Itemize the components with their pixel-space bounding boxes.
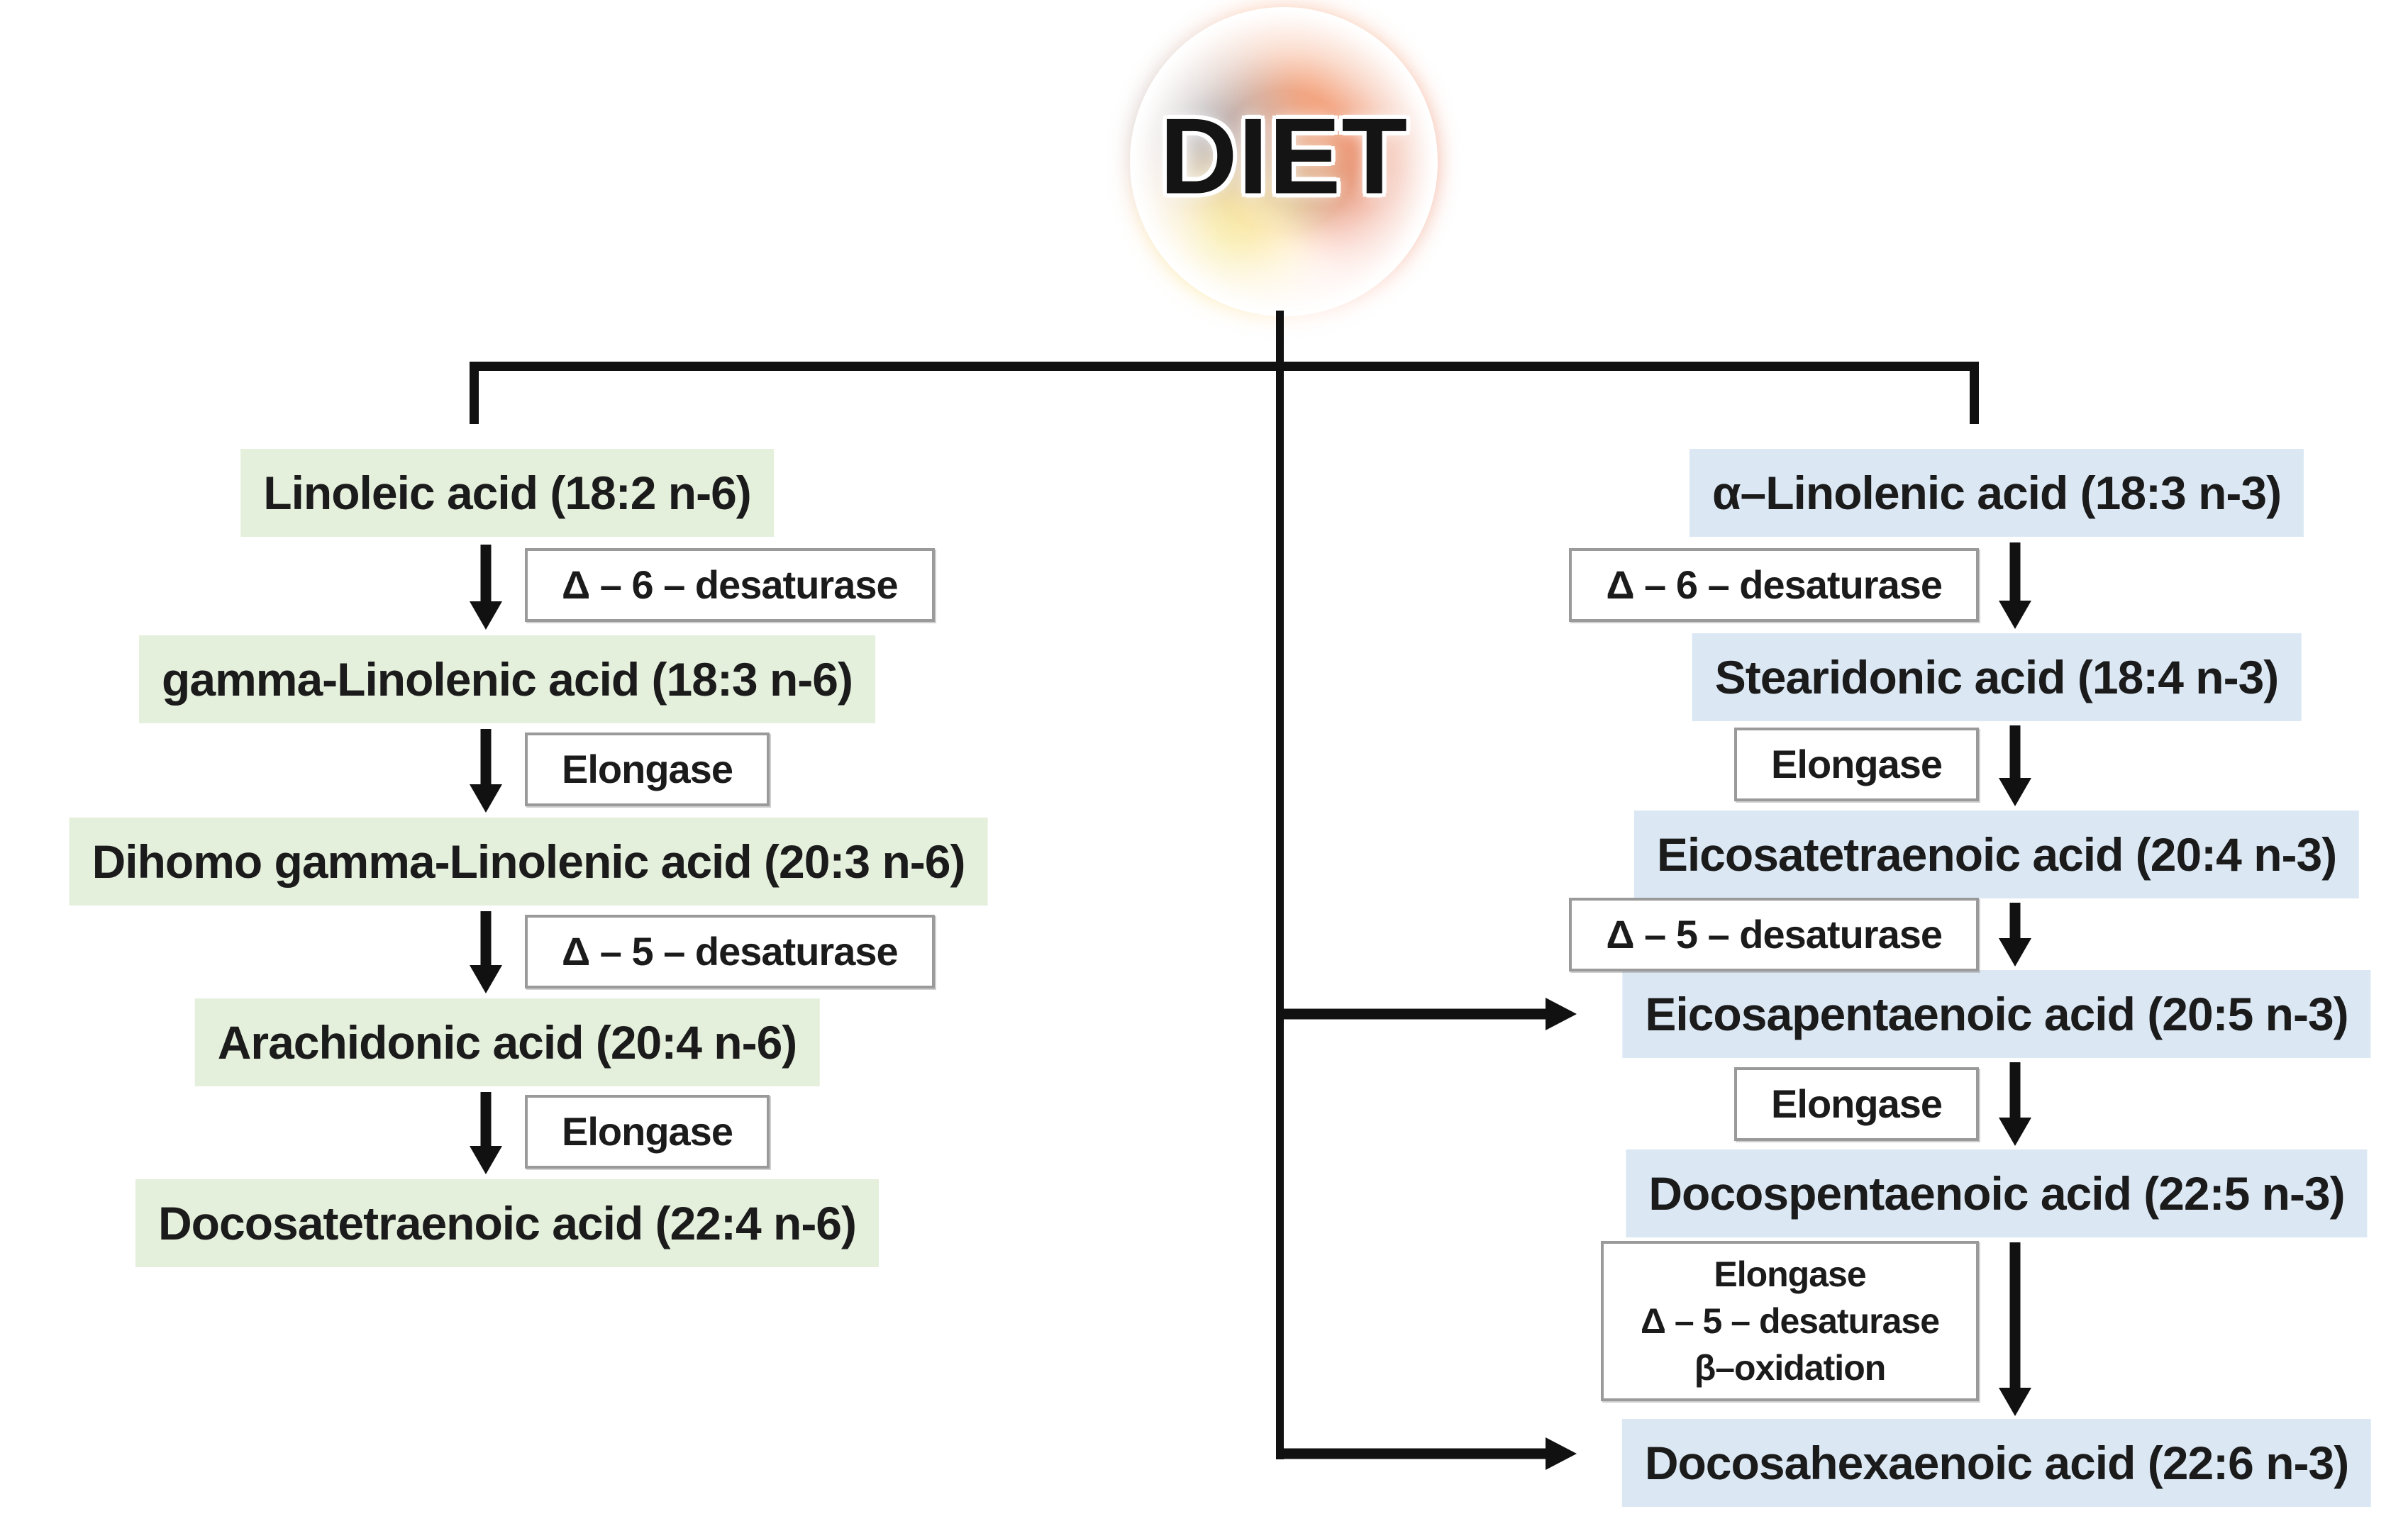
node-dihomo-gamma-linolenic-acid: Dihomo gamma-Linolenic acid (20:3 n-6) xyxy=(69,818,988,906)
node-gamma-linolenic-acid: gamma-Linolenic acid (18:3 n-6) xyxy=(139,635,875,723)
node-eicosapentaenoic-acid: Eicosapentaenoic acid (20:5 n-3) xyxy=(1622,970,2371,1058)
node-docosahexaenoic-acid: Docosahexaenoic acid (22:6 n-3) xyxy=(1621,1419,2372,1507)
arrowhead-right-icon xyxy=(1546,1437,1577,1470)
node-eicosatetraenoic-acid: Eicosatetraenoic acid (20:4 n-3) xyxy=(1633,811,2360,898)
branch-right-tick xyxy=(1970,362,1979,424)
n3-enzyme-elongase-2: Elongase xyxy=(1734,1067,1979,1141)
arrowhead-down-icon xyxy=(1999,601,2031,629)
n6-enzyme-elongase-1: Elongase xyxy=(525,733,770,806)
node-stearidonic-acid: Stearidonic acid (18:4 n-3) xyxy=(1692,633,2302,721)
n3-step3-arrow xyxy=(1999,903,2031,967)
final-enzyme-elongase: Elongase xyxy=(1714,1254,1866,1294)
branch-left-tick xyxy=(470,362,479,424)
arrowhead-down-icon xyxy=(470,1146,502,1174)
n3-enzyme-elongase-1: Elongase xyxy=(1734,728,1979,801)
diet-branch-bar xyxy=(470,362,1979,371)
diet-image: DIET xyxy=(1130,7,1438,316)
arrowhead-down-icon xyxy=(1999,938,2031,967)
diet-to-dha-arrow xyxy=(1276,1437,1577,1470)
arrowhead-down-icon xyxy=(1999,1388,2031,1416)
n6-step4-arrow xyxy=(470,1092,502,1174)
diet-title: DIET xyxy=(1159,96,1409,217)
arrowhead-down-icon xyxy=(470,601,502,630)
n3-step4-arrow xyxy=(1999,1062,2031,1146)
node-docosatetraenoic-acid: Docosatetraenoic acid (22:4 n-6) xyxy=(135,1179,879,1267)
arrowhead-down-icon xyxy=(470,965,502,993)
diet-to-epa-arrow xyxy=(1280,998,1577,1030)
final-enzyme-beta-oxidation: β–oxidation xyxy=(1694,1348,1887,1388)
diet-center-line xyxy=(1276,311,1284,1459)
n3-step2-arrow xyxy=(1999,725,2031,806)
node-linoleic-acid: Linoleic acid (18:2 n-6) xyxy=(240,449,774,537)
n3-step5-arrow xyxy=(1999,1242,2031,1416)
node-arachidonic-acid: Arachidonic acid (20:4 n-6) xyxy=(194,998,820,1086)
node-docospentaenoic-acid: Docospentaenoic acid (22:5 n-3) xyxy=(1626,1149,2368,1237)
n3-step1-arrow xyxy=(1999,542,2031,629)
n6-enzyme-delta6-desaturase: Δ – 6 – desaturase xyxy=(525,548,935,622)
arrowhead-down-icon xyxy=(470,784,502,813)
n6-step2-arrow xyxy=(470,729,502,813)
node-alpha-linolenic-acid: α–Linolenic acid (18:3 n-3) xyxy=(1689,449,2304,537)
n6-step1-arrow xyxy=(470,545,502,630)
final-enzyme-delta5-desaturase: Δ – 5 – desaturase xyxy=(1641,1301,1940,1341)
arrowhead-down-icon xyxy=(1999,1118,2031,1146)
photo-fade-mask xyxy=(1130,7,1438,316)
n3-enzyme-delta5-desaturase: Δ – 5 – desaturase xyxy=(1569,898,1979,971)
arrowhead-right-icon xyxy=(1546,998,1577,1030)
n6-enzyme-delta5-desaturase: Δ – 5 – desaturase xyxy=(525,915,935,988)
n3-enzyme-delta6-desaturase: Δ – 6 – desaturase xyxy=(1569,548,1979,622)
n3-final-step-enzyme-box: Elongase Δ – 5 – desaturase β–oxidation xyxy=(1601,1241,1979,1401)
arrowhead-down-icon xyxy=(1999,778,2031,806)
n6-enzyme-elongase-2: Elongase xyxy=(525,1095,770,1169)
n6-step3-arrow xyxy=(470,911,502,993)
